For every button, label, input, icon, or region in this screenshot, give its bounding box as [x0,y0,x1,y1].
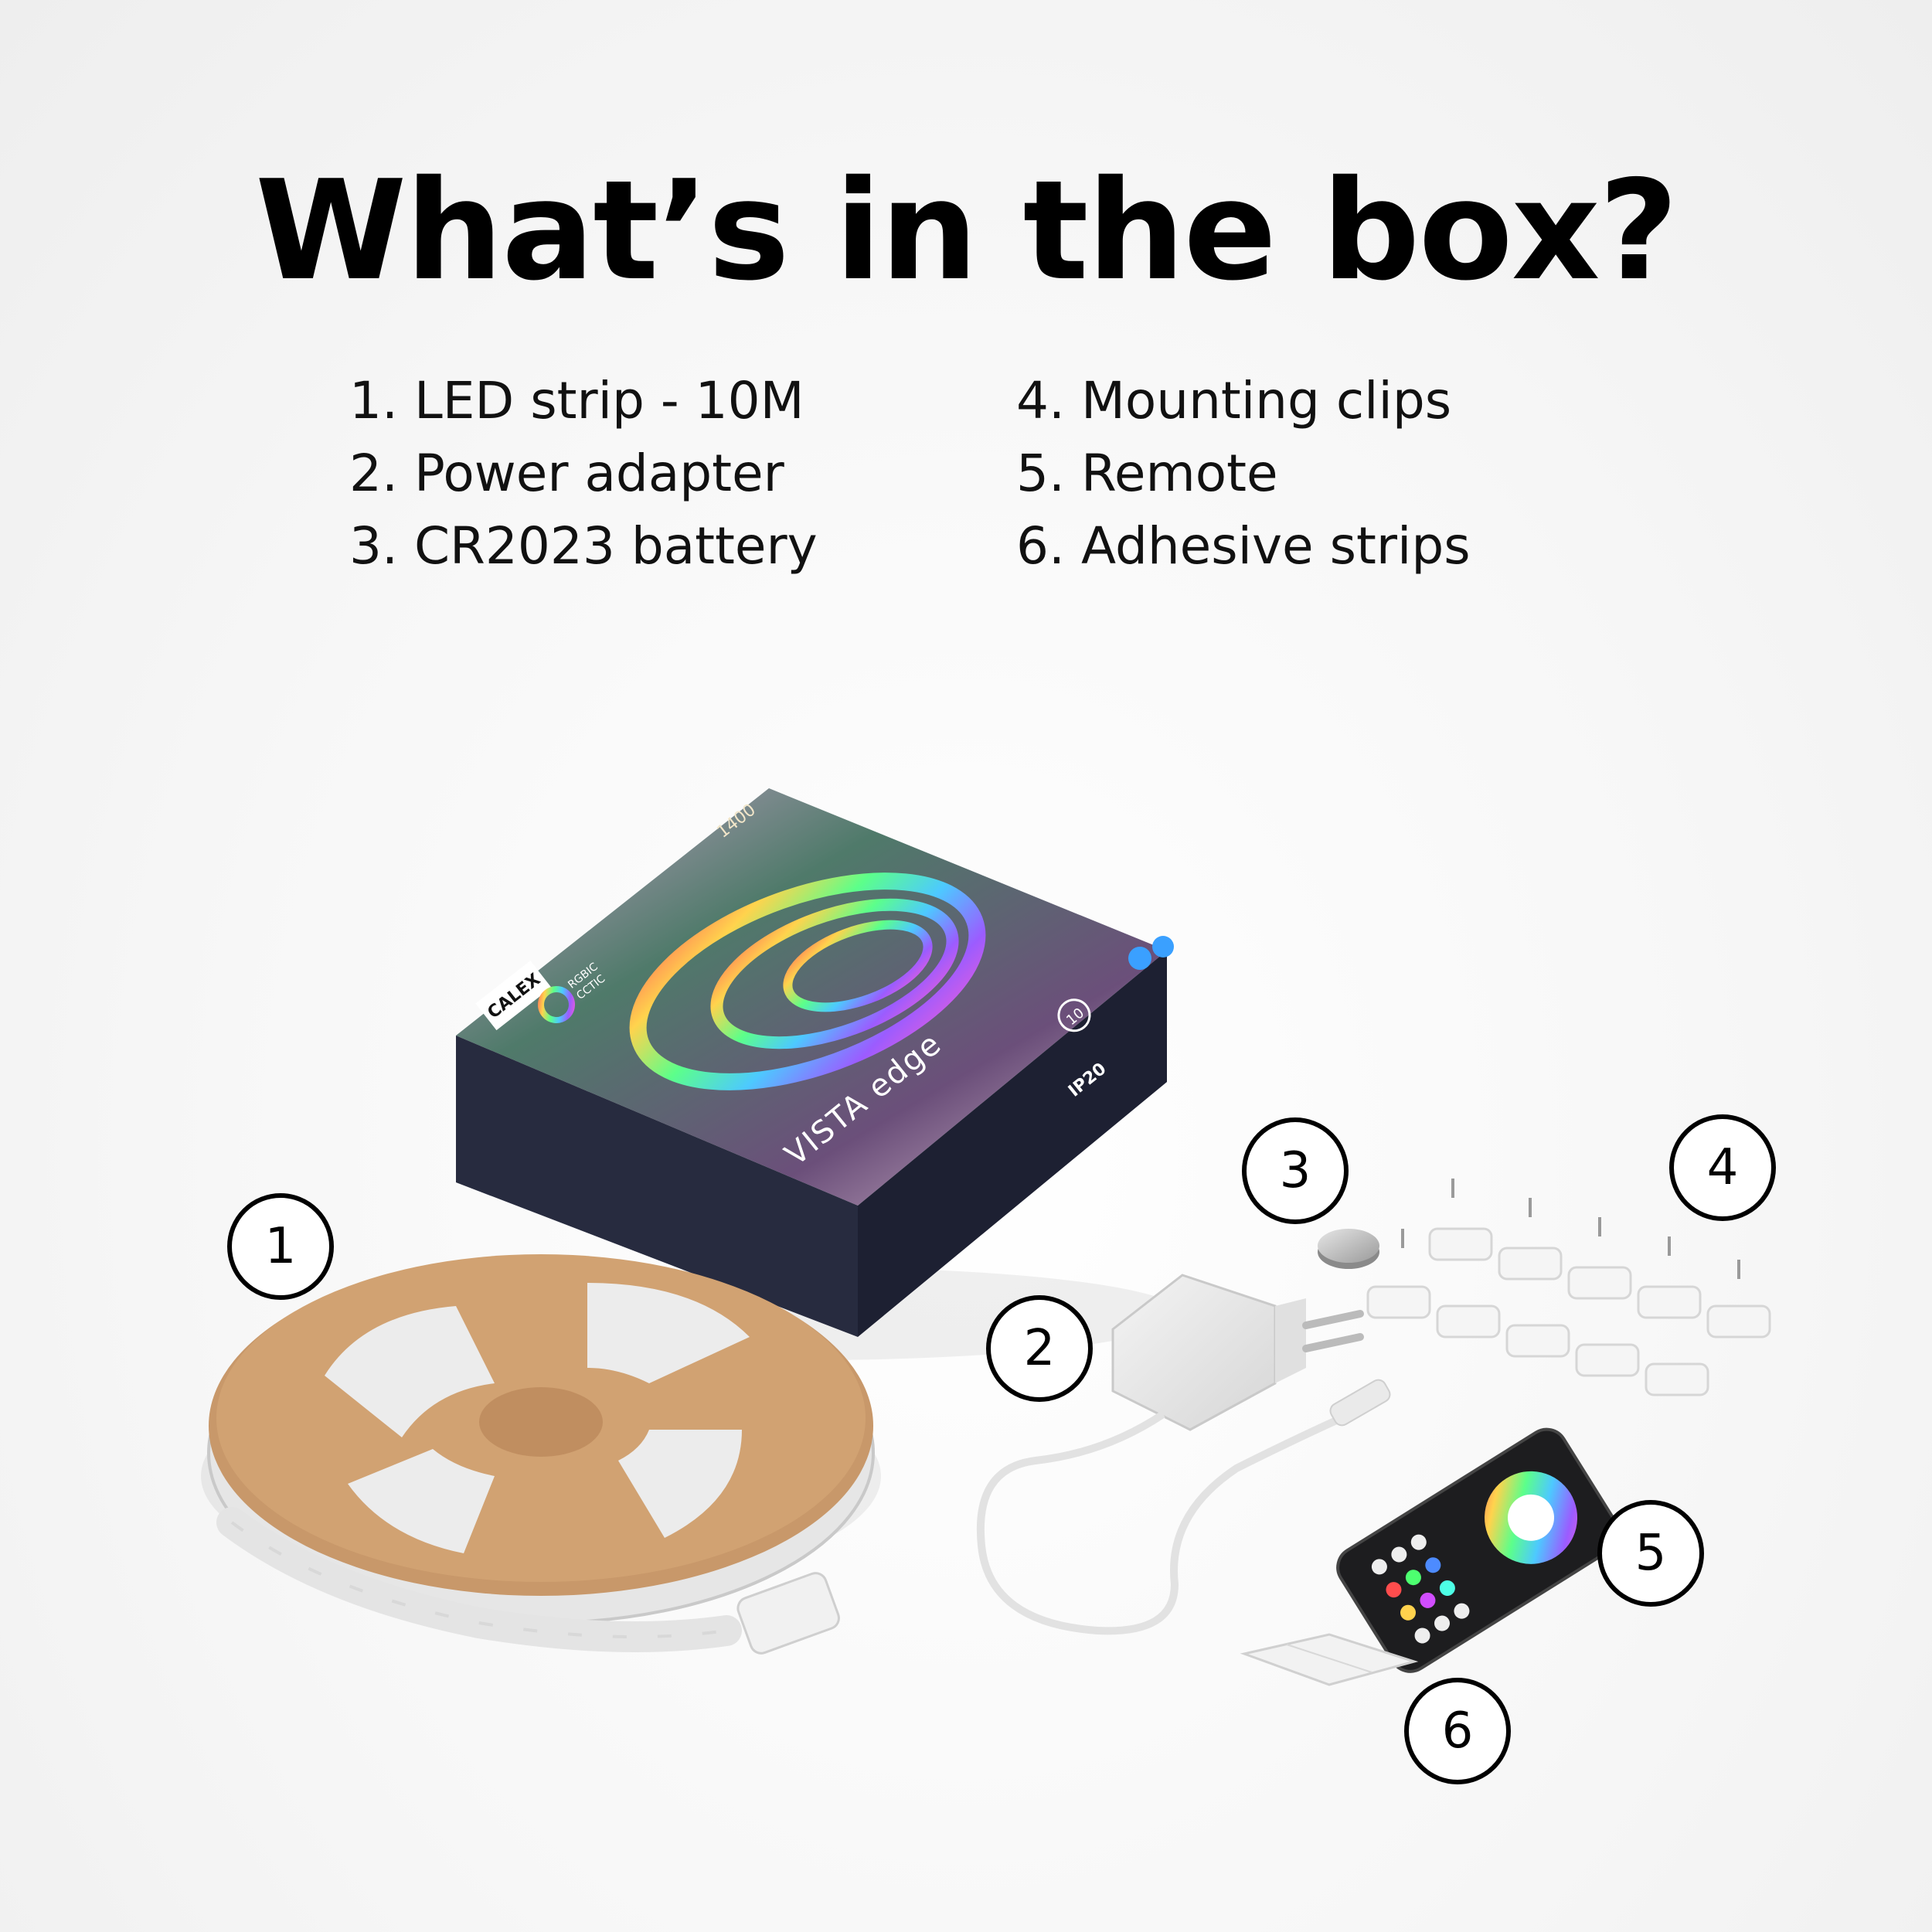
remote-control [1336,1427,1621,1673]
badge-battery: 3 [1242,1117,1349,1224]
box-side-right [858,951,1167,1337]
badge-mounting-clips: 4 [1669,1114,1776,1221]
adhesive-strips [1240,1633,1419,1686]
wifi-icon [1152,936,1174,957]
badge-remote: 5 [1597,1500,1704,1607]
contents-list-left: 1. LED strip - 10M 2. Power adapter 3. C… [349,365,818,583]
mounting-screws [1401,1179,1740,1279]
contents-list-right: 4. Mounting clips 5. Remote 6. Adhesive … [1016,365,1471,583]
led-strip-reel [207,1254,875,1655]
list-item: 5. Remote [1016,444,1278,503]
app-icon [1128,947,1151,970]
product-box: CALEX RGBIC CCTIC 1400 VISTA edge IP20 1… [456,788,1174,1337]
mounting-clips [1366,1227,1771,1396]
badge-adhesive-strips: 6 [1404,1678,1511,1784]
page-title: What’s in the box? [255,151,1679,311]
badge-power-adapter: 2 [986,1295,1093,1402]
list-item: 6. Adhesive strips [1016,516,1471,576]
list-item: 4. Mounting clips [1016,371,1452,430]
box-side-left [456,1036,858,1337]
list-item: 3. CR2023 battery [349,516,818,576]
cr2023-battery [1318,1229,1379,1269]
list-item: 2. Power adapter [349,444,784,503]
box-top [456,788,1167,1206]
power-adapter [976,1274,1391,1635]
list-item: 1. LED strip - 10M [349,371,804,430]
badge-led-strip: 1 [227,1193,334,1300]
